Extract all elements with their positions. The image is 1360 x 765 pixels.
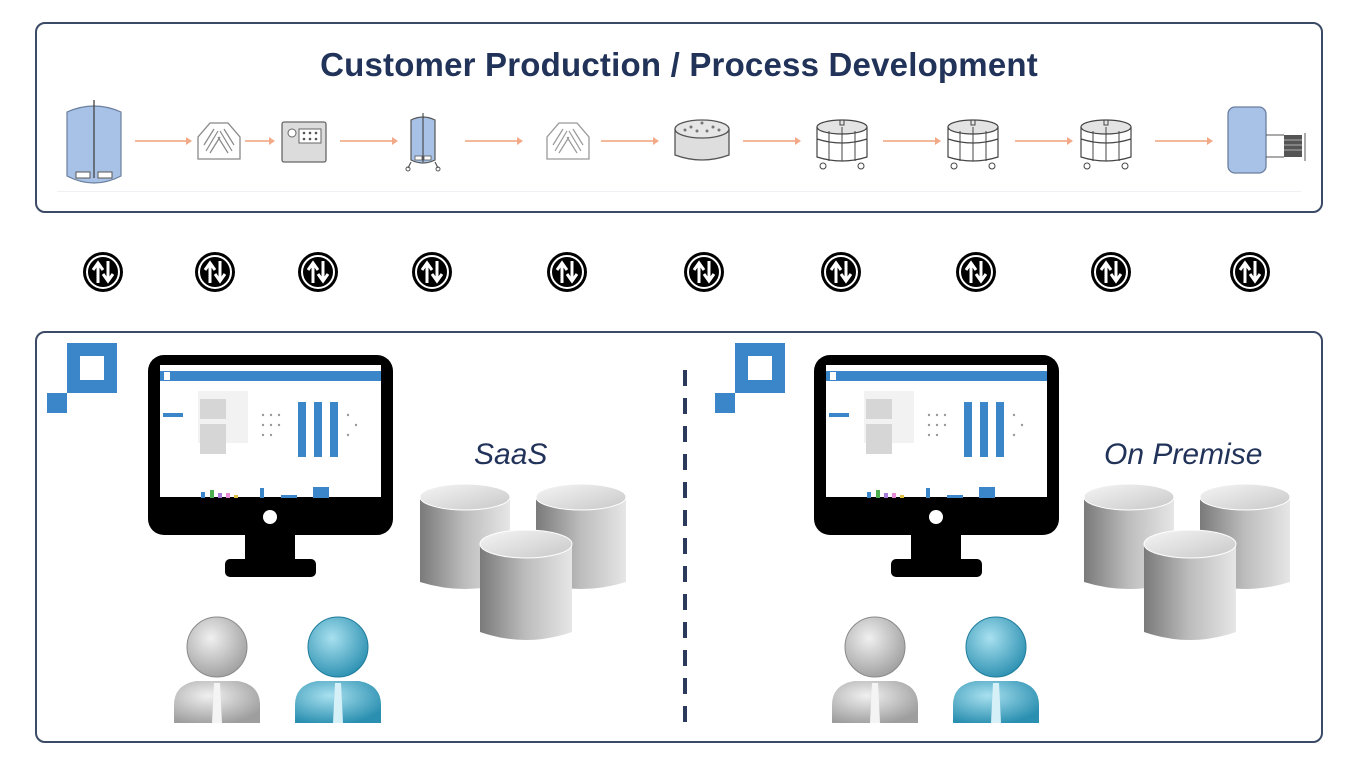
chromatography-column-icon	[674, 119, 730, 161]
storage-tank-icon	[1227, 106, 1306, 174]
mobile-tank-icon	[1080, 119, 1132, 170]
mobile-tank-icon	[816, 119, 868, 170]
sync-arrows-icon	[547, 252, 587, 292]
sync-arrows-icon	[1091, 252, 1131, 292]
large-bioreactor-icon	[66, 100, 122, 184]
process-panel: Customer Production / Process Developmen…	[35, 22, 1323, 213]
sync-arrows-icon	[821, 252, 861, 292]
sync-arrows-icon	[684, 252, 724, 292]
user-gray-icon	[174, 616, 260, 723]
flow-arrow	[1155, 137, 1213, 145]
saas-label: SaaS	[474, 438, 548, 471]
sync-arrows-icon	[956, 252, 996, 292]
brand-logo-icon	[715, 343, 785, 413]
sync-arrows-icon	[412, 252, 452, 292]
user-blue-icon	[953, 616, 1039, 723]
small-bioreactor-icon	[405, 113, 441, 172]
control-unit-icon	[281, 121, 327, 163]
database-cluster-icon	[1083, 483, 1291, 640]
dashed-divider	[683, 370, 687, 730]
brand-logo-icon	[47, 343, 117, 413]
filter-icon	[546, 122, 590, 160]
flow-arrow	[1015, 137, 1073, 145]
user-blue-icon	[295, 616, 381, 723]
flow-arrow	[135, 137, 192, 145]
on-premise-label: On Premise	[1104, 438, 1263, 471]
flow-arrow	[340, 137, 398, 145]
sync-arrows-icon	[195, 252, 235, 292]
sync-arrows-icon	[1230, 252, 1270, 292]
monitor-icon	[814, 355, 1059, 577]
sync-arrows-icon	[298, 252, 338, 292]
flow-arrow	[465, 137, 523, 145]
flow-arrow	[743, 137, 801, 145]
flow-arrow	[601, 137, 659, 145]
database-cluster-icon	[419, 483, 627, 640]
filter-icon	[197, 122, 241, 160]
process-floor-line	[57, 191, 1301, 192]
process-title: Customer Production / Process Developmen…	[320, 46, 1038, 83]
flow-arrow	[245, 137, 275, 145]
sync-arrows-icon	[83, 252, 123, 292]
user-gray-icon	[832, 616, 918, 723]
mobile-tank-icon	[947, 119, 999, 170]
monitor-icon	[148, 355, 393, 577]
flow-arrow	[883, 137, 941, 145]
